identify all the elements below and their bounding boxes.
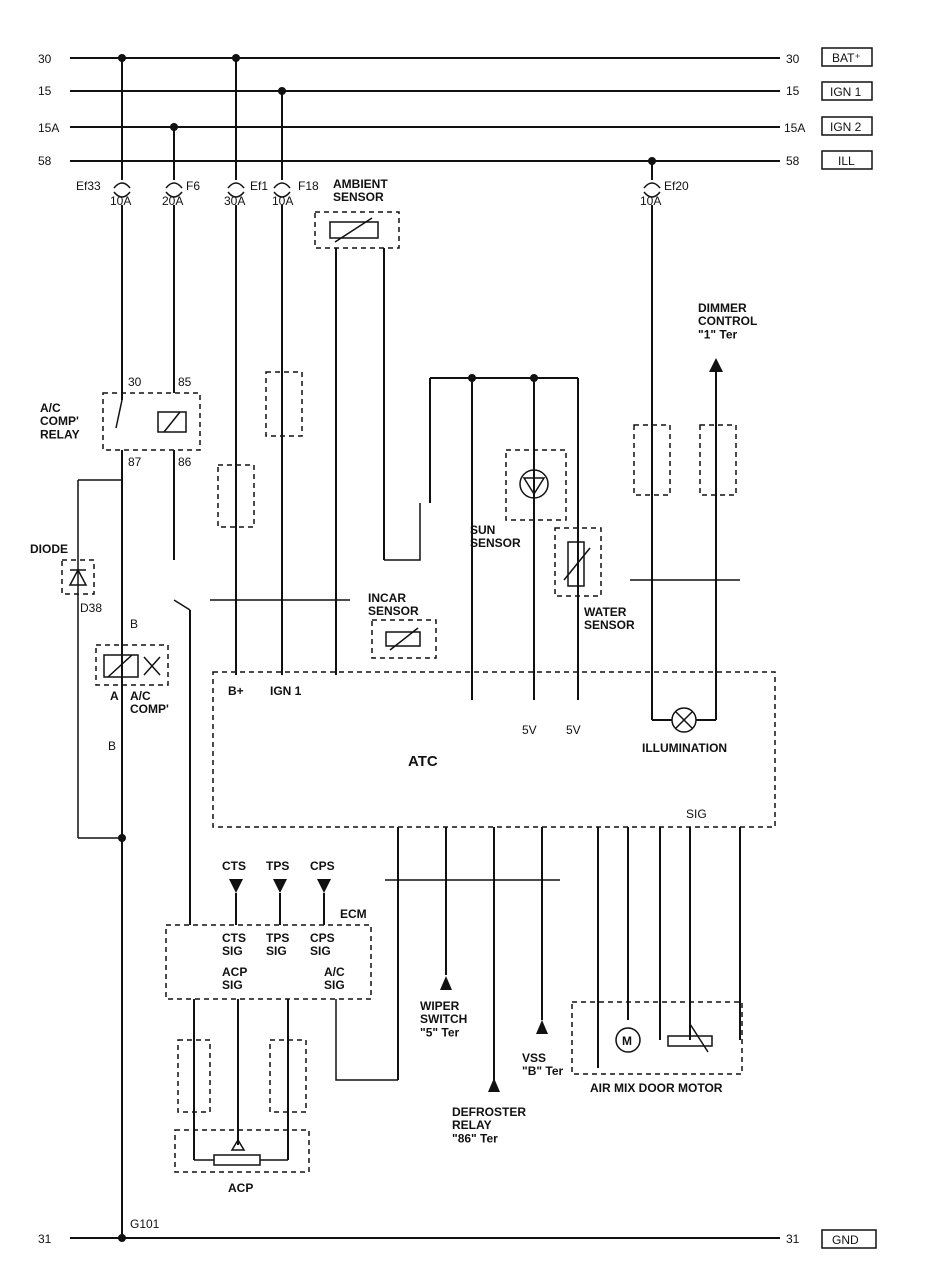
atc-sig-b5: SIG xyxy=(686,807,707,821)
diode-d38: DIODE D38 xyxy=(30,479,126,842)
rail-ill: 58 58 ILL xyxy=(38,150,873,170)
atc-label: ATC xyxy=(408,753,438,770)
svg-text:B: B xyxy=(108,739,116,753)
center-feeds xyxy=(210,205,350,675)
acp: ACP xyxy=(174,999,310,1195)
diode-label: DIODE xyxy=(30,542,68,556)
air-mix-door-motor: M AIR MIX DOOR MOTOR xyxy=(571,827,743,1095)
sun-5v: 5V xyxy=(522,723,537,737)
fuse-f6-name: F6 xyxy=(186,179,200,193)
air-mix-label: AIR MIX DOOR MOTOR xyxy=(590,1081,723,1095)
illumination-label: ILLUMINATION xyxy=(642,741,727,755)
fuse-f18-name: F18 xyxy=(298,179,319,193)
fuse-ef1-name: Ef1 xyxy=(250,179,268,193)
ground-g101: G101 xyxy=(118,1217,160,1242)
rail-31-left: 31 xyxy=(38,1232,52,1246)
atc-bplus: B+ xyxy=(228,684,244,698)
svg-text:A: A xyxy=(110,689,119,703)
rail-gnd-tag: GND xyxy=(832,1233,859,1247)
fuse-ef20: Ef20 10A xyxy=(640,157,689,208)
fuse-f18: F18 10A xyxy=(272,87,319,208)
cps-label: CPS xyxy=(310,859,335,873)
rail-ign2: 15A 15A IGN 2 xyxy=(38,116,873,136)
svg-text:87: 87 xyxy=(128,455,142,469)
fuse-ef33-rating: 10A xyxy=(110,194,131,208)
rail-58-left: 58 xyxy=(38,154,52,168)
rail-ill-tag: ILL xyxy=(838,154,855,168)
svg-text:M: M xyxy=(622,1034,632,1048)
atc-module: B+ IGN 1 ATC 5V 5V SIG xyxy=(212,671,776,828)
rail-gnd: 31 31 GND xyxy=(38,1229,877,1249)
rail-ign1: 15 15 IGN 1 xyxy=(38,81,873,101)
fuse-ef20-name: Ef20 xyxy=(664,179,689,193)
fuse-f6-rating: 20A xyxy=(162,194,183,208)
fuse-ef33-name: Ef33 xyxy=(76,179,101,193)
fuse-ef33: Ef33 10A xyxy=(76,54,131,208)
rail-31-right: 31 xyxy=(786,1232,800,1246)
cts-label: CTS xyxy=(222,859,246,873)
fuse-ef1: Ef1 30A xyxy=(224,54,268,208)
rail-15-right: 15 xyxy=(786,84,800,98)
fuse-f6: F6 20A xyxy=(162,123,200,208)
rail-30-left: 30 xyxy=(38,52,52,66)
svg-text:30: 30 xyxy=(128,375,142,389)
acp-label: ACP xyxy=(228,1181,253,1195)
svg-text:D38: D38 xyxy=(80,601,102,615)
tps-label: TPS xyxy=(266,859,289,873)
rail-58-right: 58 xyxy=(786,154,800,168)
rail-bat-tag: BAT⁺ xyxy=(832,51,861,65)
fuse-f18-rating: 10A xyxy=(272,194,293,208)
ground-label: G101 xyxy=(130,1217,160,1231)
fuse-ef20-rating: 10A xyxy=(640,194,661,208)
svg-text:85: 85 xyxy=(178,375,192,389)
rail-15a-left: 15A xyxy=(38,121,59,135)
svg-text:86: 86 xyxy=(178,455,192,469)
fuse-ef1-rating: 30A xyxy=(224,194,245,208)
rail-15a-right: 15A xyxy=(784,121,805,135)
rail-bat: 30 30 BAT⁺ xyxy=(38,47,873,67)
rail-15-left: 15 xyxy=(38,84,52,98)
svg-text:B: B xyxy=(130,617,138,631)
rail-30-right: 30 xyxy=(786,52,800,66)
vss-label: VSS"B" Ter xyxy=(522,1051,563,1078)
ecm-label: ECM xyxy=(340,907,367,921)
water-5v: 5V xyxy=(566,723,581,737)
rail-ign2-tag: IGN 2 xyxy=(830,120,862,134)
atc-ign1: IGN 1 xyxy=(270,684,302,698)
rail-ign1-tag: IGN 1 xyxy=(830,85,862,99)
